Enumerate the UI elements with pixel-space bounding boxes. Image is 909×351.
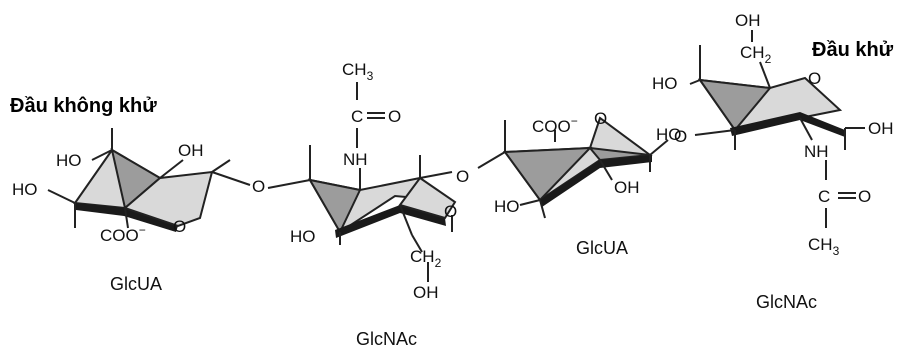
- ring2-ring-o: O: [444, 202, 457, 221]
- ring-glcnac-2: [689, 30, 865, 228]
- ring1-coo: COO−: [100, 223, 146, 245]
- residue-label-glcua-1: GlcUA: [110, 274, 162, 294]
- residue-label-glcnac-2: GlcNAc: [756, 292, 817, 312]
- ring2-carbonyl-c: C: [351, 107, 363, 126]
- ring2-carbonyl-o: O: [388, 107, 401, 126]
- ring3-ring-o: O: [594, 109, 607, 128]
- ring2-ch2: CH2: [410, 247, 442, 270]
- ring4-ch2: CH2: [740, 43, 772, 66]
- glycosidic-o-3: O: [674, 127, 687, 146]
- glycosidic-o-2: O: [456, 167, 469, 186]
- ring2-oh: OH: [413, 283, 439, 302]
- reducing-end-label: Đầu khử: [812, 39, 894, 61]
- ring4-ho-left: HO: [656, 125, 682, 144]
- ring-glcua-2: [477, 116, 669, 219]
- ring4-nh: NH: [804, 142, 829, 161]
- ring4-carbonyl-c: C: [818, 187, 830, 206]
- ring4-ho-top: HO: [652, 74, 678, 93]
- glycosidic-o-1: O: [252, 177, 265, 196]
- ring3-coo: COO−: [532, 114, 578, 136]
- ring4-ring-o: O: [808, 69, 821, 88]
- ring3-oh: OH: [614, 178, 640, 197]
- ring2-nh: NH: [343, 150, 368, 169]
- ring-glcnac-1: [267, 82, 457, 282]
- non-reducing-end-label: Đầu không khử: [10, 95, 157, 117]
- residue-label-glcnac-1: GlcNAc: [356, 329, 417, 349]
- ring-glcua-1: [47, 128, 251, 232]
- ring4-carbonyl-o: O: [858, 187, 871, 206]
- residue-label-glcua-2: GlcUA: [576, 238, 628, 258]
- ring4-ch3: CH3: [808, 235, 840, 258]
- ring1-ring-o: O: [173, 217, 186, 236]
- ring4-oh-right: OH: [868, 119, 894, 138]
- ring4-oh-top: OH: [735, 11, 761, 30]
- ring1-ho-top: HO: [56, 151, 82, 170]
- ring2-ho: HO: [290, 227, 316, 246]
- ring3-ho: HO: [494, 197, 520, 216]
- ring1-oh-top: OH: [178, 141, 204, 160]
- ring2-ch3: CH3: [342, 60, 374, 83]
- ring1-ho-left: HO: [12, 180, 38, 199]
